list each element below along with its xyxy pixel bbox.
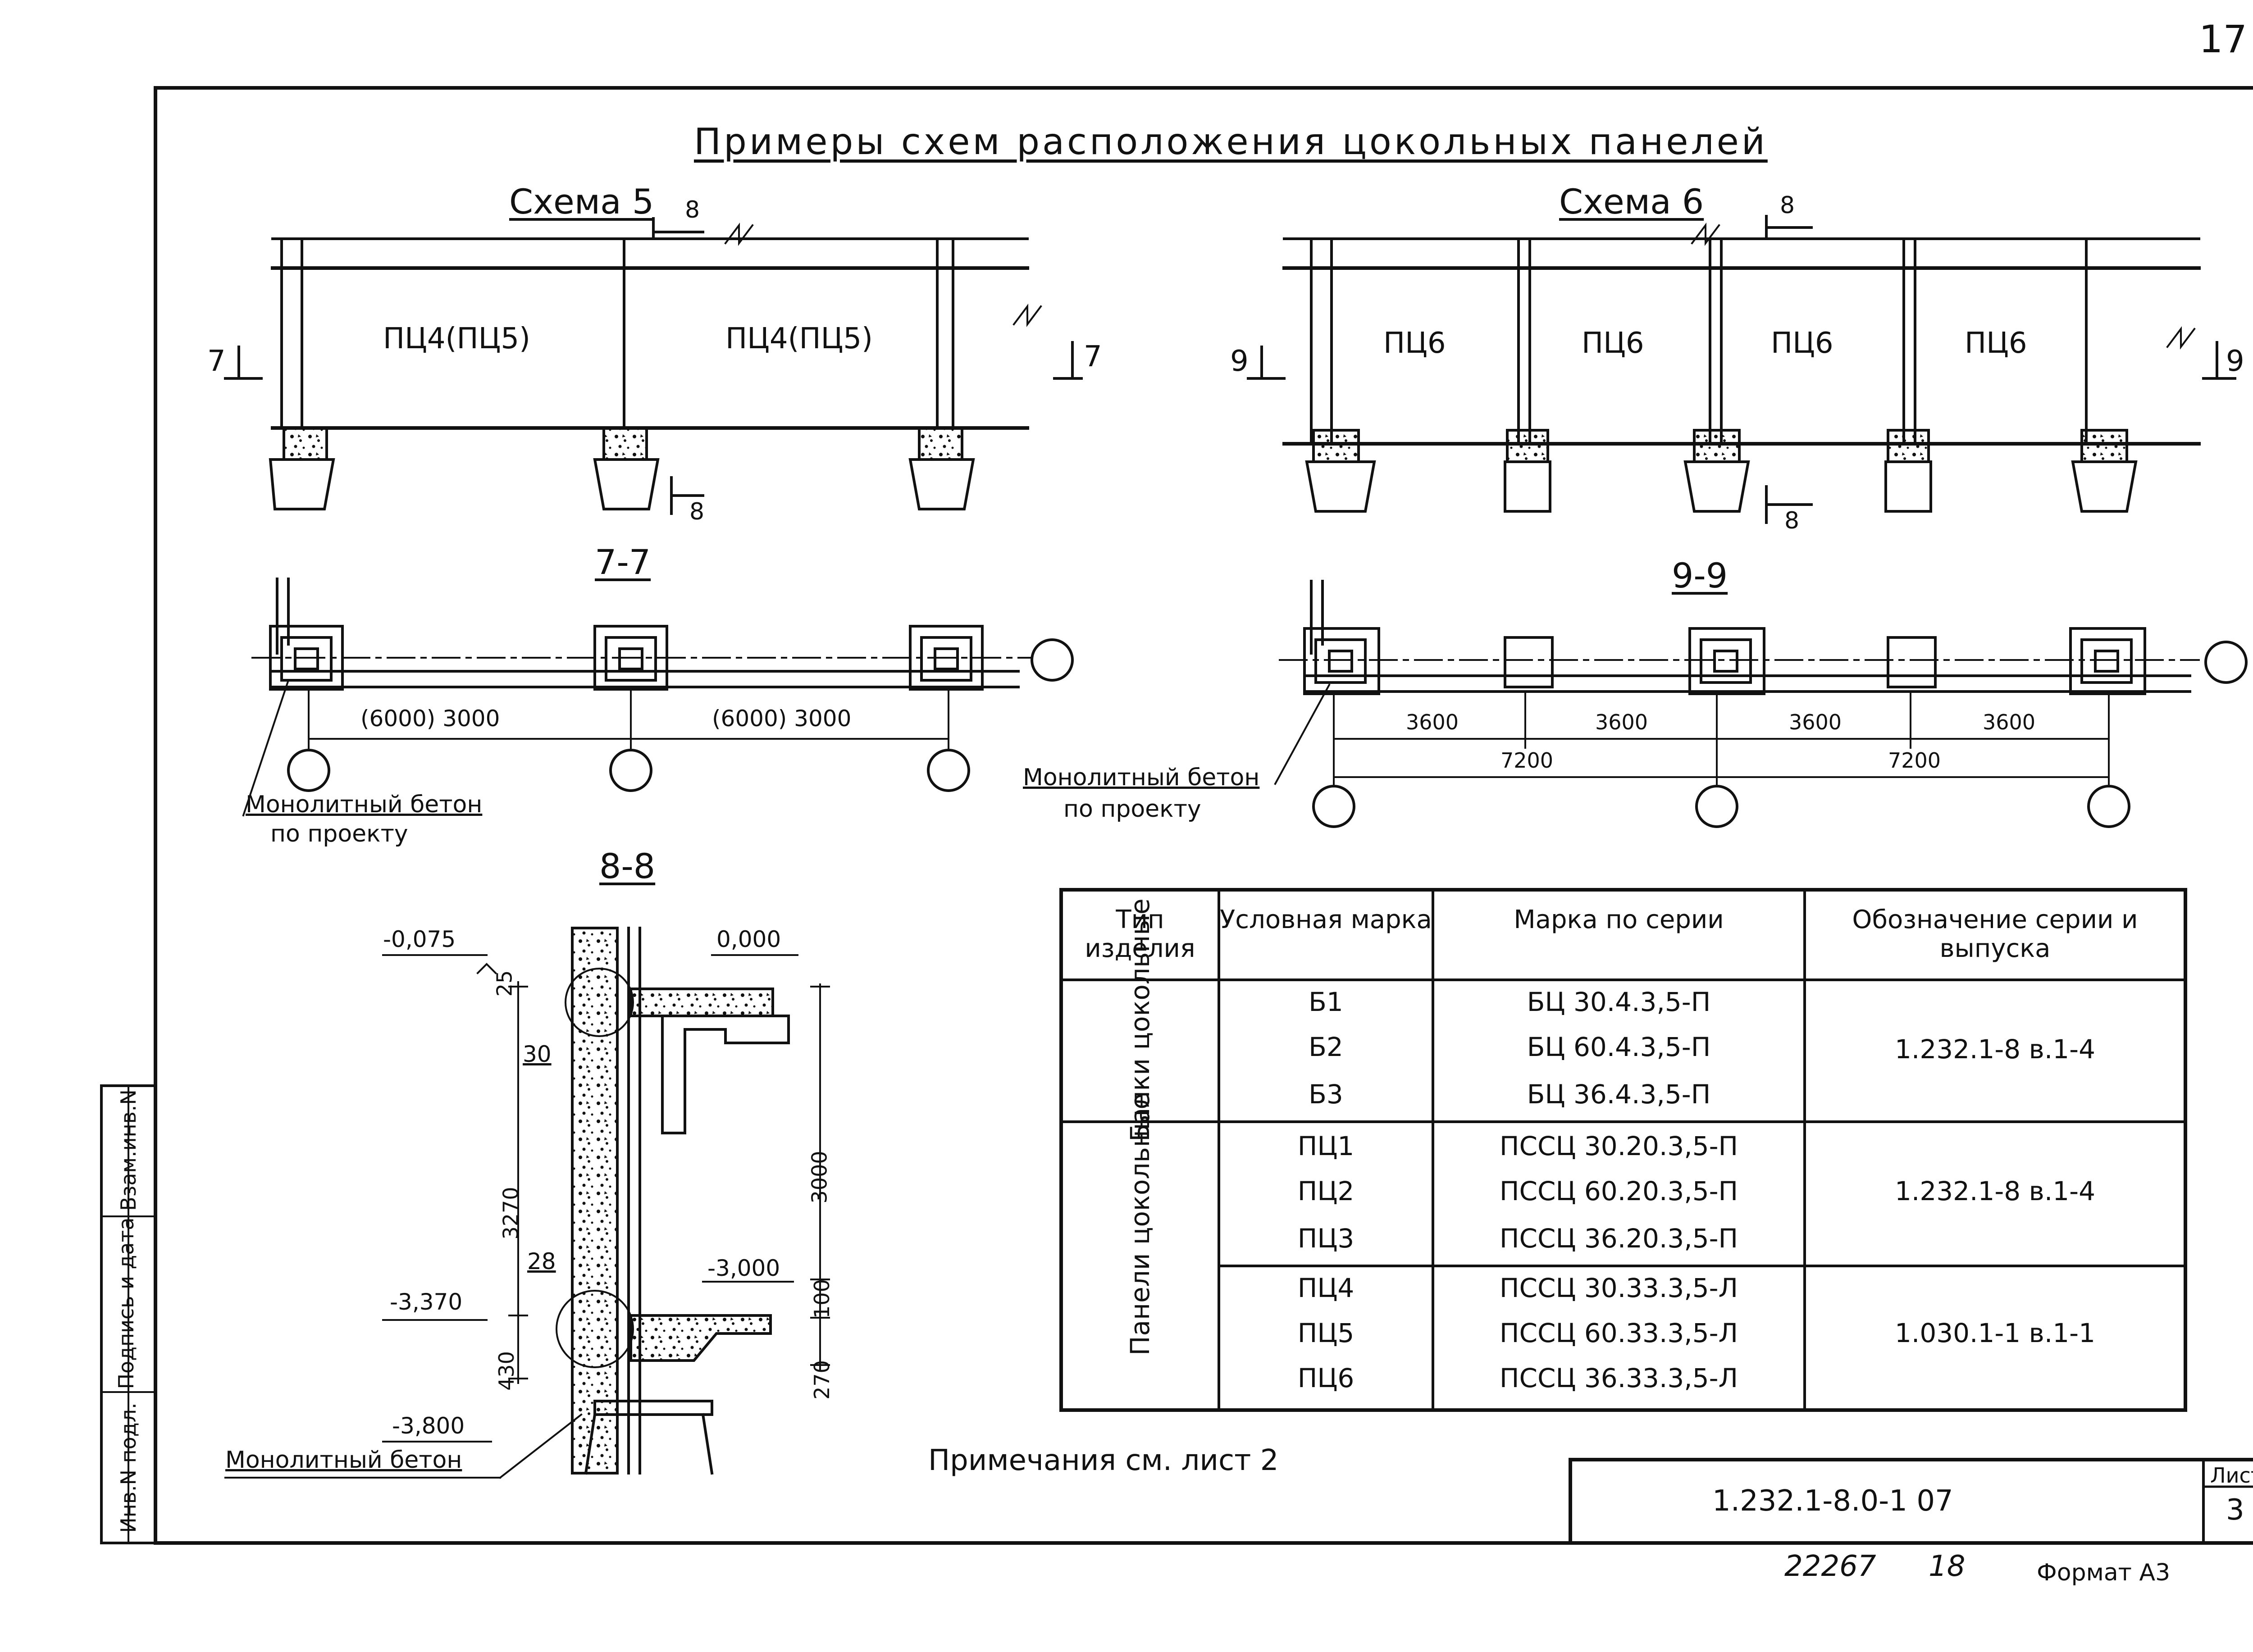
scheme5-cut-bottom: 8: [689, 498, 705, 525]
footer-format: Формат А3: [2037, 1559, 2171, 1586]
dim-3000: 3000: [807, 1151, 832, 1204]
scheme6-cut-left: 9: [1230, 345, 1249, 378]
table-row-series: БЦ 60.4.3,5-П: [1527, 1032, 1711, 1062]
table-designation-panels-1: 1.232.1-8 в.1-4: [1895, 1176, 2095, 1206]
table-row-mark: Б3: [1309, 1079, 1343, 1110]
dim-430: 430: [494, 1351, 519, 1391]
section88-note: Монолитный бетон: [225, 1447, 462, 1474]
scheme6-panel-4: ПЦ6: [1965, 327, 2027, 360]
footer-code-1: 22267: [1784, 1550, 1876, 1583]
table-row-series: ПССЦ 30.20.3,5-П: [1499, 1131, 1738, 1161]
section99-note-1: Монолитный бетон: [1023, 764, 1260, 791]
level-minus-3000: -3,000: [707, 1255, 780, 1281]
table-row-mark: ПЦ4: [1297, 1273, 1355, 1303]
level-minus-0075: -0,075: [383, 926, 456, 952]
table-row-mark: Б1: [1309, 987, 1343, 1017]
scheme5-panel-1: ПЦ4(ПЦ5): [383, 322, 530, 355]
table-row-mark: ПЦ5: [1297, 1318, 1355, 1348]
scheme5-cut-top: 8: [685, 196, 700, 223]
level-minus-3800: -3,800: [392, 1413, 465, 1439]
scheme6-label: Схема 6: [1559, 182, 1704, 222]
section99-dim-small-2: 3600: [1595, 710, 1648, 734]
scheme6-panel-2: ПЦ6: [1582, 327, 1644, 360]
title-block: [1569, 1458, 2253, 1545]
section99-dim-large-2: 7200: [1888, 748, 1941, 773]
table-header-mark: Условная марка: [1220, 905, 1432, 934]
section99-label: 9-9: [1672, 555, 1728, 596]
sheet-frame: [154, 86, 2253, 1545]
dim-25: 25: [492, 970, 517, 997]
scheme6-cut-top: 8: [1780, 192, 1795, 219]
sheet-label: Лист: [2210, 1463, 2253, 1488]
scheme6-panel-3: ПЦ6: [1771, 327, 1833, 360]
scheme5-panel-2: ПЦ4(ПЦ5): [725, 322, 873, 355]
level-0000: 0,000: [716, 926, 781, 952]
side-stamp-replaced: Взам.инв.N: [116, 1089, 141, 1211]
table-row-series: ПССЦ 60.20.3,5-П: [1499, 1176, 1738, 1206]
section77-label: 7-7: [595, 542, 651, 582]
section99-dim-large-1: 7200: [1500, 748, 1554, 773]
table-row-mark: ПЦ6: [1297, 1363, 1355, 1393]
table-row-mark: ПЦ2: [1297, 1176, 1355, 1206]
dim-270: 270: [809, 1360, 834, 1400]
scheme6-panel-1: ПЦ6: [1383, 327, 1446, 360]
table-grid: [1059, 888, 2187, 1412]
table-header-type: Тип изделия: [1085, 905, 1195, 964]
section99-dim-small-4: 3600: [1983, 710, 2036, 734]
section88-linework: [224, 927, 830, 1479]
table-row-series: ПССЦ 36.20.3,5-П: [1499, 1223, 1738, 1254]
section99-dim-small-1: 3600: [1406, 710, 1459, 734]
table-row-mark: Б2: [1309, 1032, 1343, 1062]
section99-note-2: по проекту: [1063, 796, 1201, 823]
page-title: Примеры схем расположения цокольных пане…: [694, 121, 1768, 163]
scheme5-label: Схема 5: [509, 182, 654, 222]
table-designation-panels-2: 1.030.1-1 в.1-1: [1895, 1318, 2095, 1348]
table-row-series: ПССЦ 60.33.3,5-Л: [1499, 1318, 1738, 1348]
dim-100: 100: [809, 1279, 834, 1319]
footer-code-2: 18: [1929, 1550, 1966, 1583]
callout-30: 30: [523, 1041, 552, 1067]
scheme6-cut-right: 9: [2226, 345, 2244, 378]
table-row-mark: ПЦ1: [1297, 1131, 1355, 1161]
notes-reference: Примечания см. лист 2: [928, 1444, 1279, 1477]
section99-dim-small-3: 3600: [1789, 710, 1842, 734]
table-row-series: БЦ 36.4.3,5-П: [1527, 1079, 1711, 1110]
table-row-series: ПССЦ 30.33.3,5-Л: [1499, 1273, 1738, 1303]
table-header-series-mark: Марка по серии: [1514, 905, 1724, 934]
scheme5-cut-left: 7: [207, 345, 226, 378]
section99-linework: [1274, 580, 2248, 828]
page-number: 17: [2199, 17, 2247, 61]
table-designation-beams: 1.232.1-8 в.1-4: [1895, 1034, 2095, 1065]
section88-label: 8-8: [599, 846, 656, 886]
scheme6-linework: [1247, 215, 2236, 524]
table-row-series: ПССЦ 36.33.3,5-Л: [1499, 1363, 1738, 1393]
scheme5-linework: [224, 217, 1083, 515]
sheet-number: 3: [2226, 1493, 2244, 1527]
section77-dim-1: (6000) 3000: [360, 705, 500, 732]
section77-note-1: Монолитный бетон: [246, 791, 483, 818]
section77-dim-2: (6000) 3000: [712, 705, 852, 732]
scheme6-cut-bottom: 8: [1784, 507, 1800, 534]
table-row-mark: ПЦ3: [1297, 1223, 1355, 1254]
table-group-panels: Панели цокольные: [1125, 1093, 1155, 1356]
callout-28: 28: [527, 1248, 556, 1274]
document-designation: 1.232.1-8.0-1 07: [1712, 1484, 1953, 1518]
table-header-designation: Обозначение серии и выпуска: [1852, 905, 2138, 964]
level-minus-3370: -3,370: [390, 1289, 463, 1315]
scheme5-cut-right: 7: [1084, 340, 1102, 373]
section77-linework: [242, 578, 1074, 817]
section77-note-2: по проекту: [270, 820, 408, 847]
dim-3270: 3270: [498, 1187, 523, 1240]
table-row-series: БЦ 30.4.3,5-П: [1527, 987, 1711, 1017]
